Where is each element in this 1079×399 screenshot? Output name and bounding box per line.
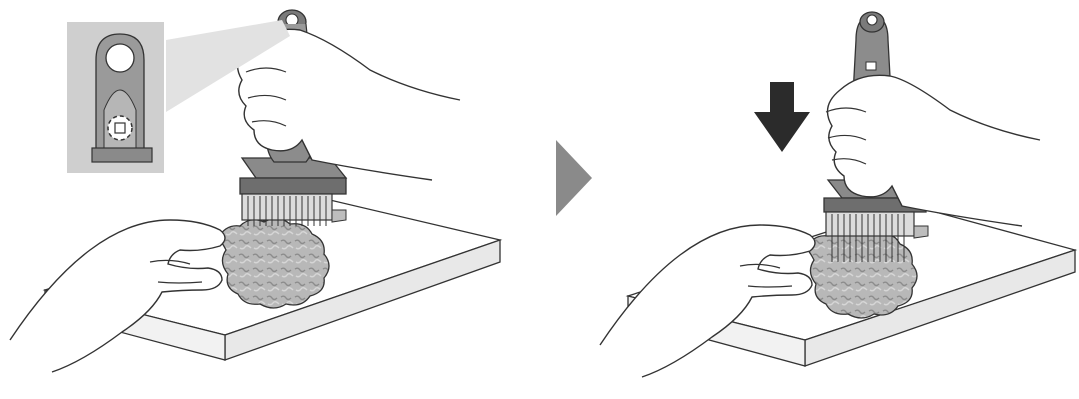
- panel-step-2: [600, 12, 1075, 377]
- next-step-arrow-icon: [556, 140, 592, 216]
- down-arrow-icon: [754, 82, 810, 152]
- panel-step-1: [10, 10, 500, 372]
